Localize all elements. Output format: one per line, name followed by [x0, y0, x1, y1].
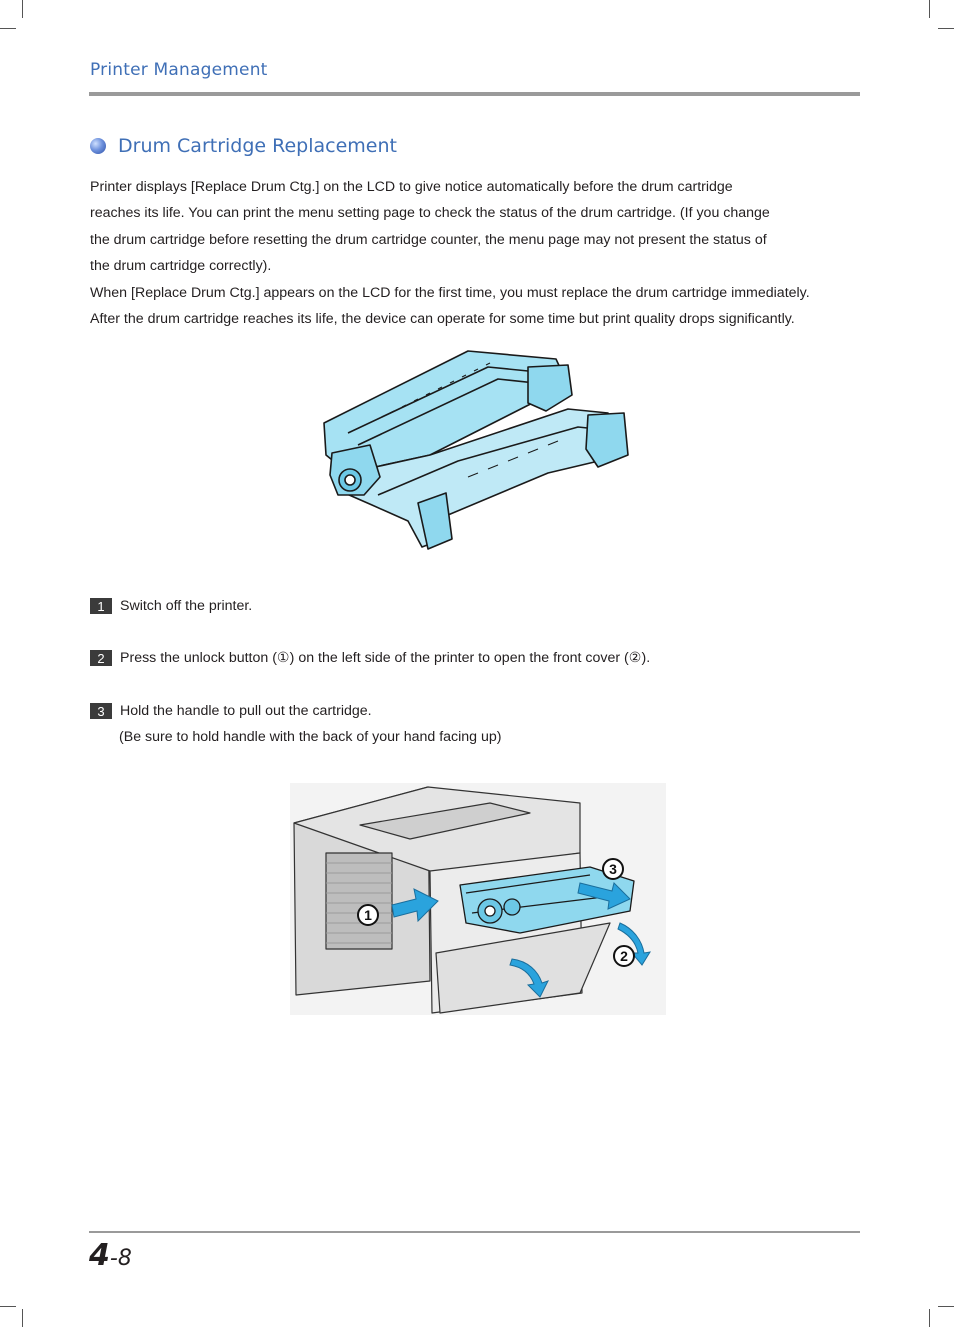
chapter-number: 4 — [89, 1238, 110, 1273]
svg-text:3: 3 — [609, 861, 617, 877]
crop-mark — [0, 28, 16, 29]
intro-line: Printer displays [Replace Drum Ctg.] on … — [90, 179, 733, 195]
step-text: Press the unlock button (①) on the left … — [120, 650, 651, 666]
callout-3: 3 — [602, 858, 624, 880]
running-header: Printer Management — [90, 60, 268, 80]
section-title: Drum Cartridge Replacement — [118, 135, 397, 157]
footer-rule — [89, 1231, 860, 1233]
crop-mark — [938, 1306, 954, 1307]
intro-line: After the drum cartridge reaches its lif… — [90, 311, 795, 328]
intro-paragraph: Printer displays [Replace Drum Ctg.] on … — [90, 174, 860, 332]
step-number: 2 — [90, 650, 112, 666]
crop-mark — [938, 28, 954, 29]
section-heading: Drum Cartridge Replacement — [90, 132, 397, 160]
callout-2: 2 — [613, 945, 635, 967]
step-number: 1 — [90, 598, 112, 614]
header-rule — [89, 92, 860, 96]
intro-line: the drum cartridge before resetting the … — [90, 231, 767, 248]
intro-line: When [Replace Drum Ctg.] appears on the … — [90, 284, 810, 301]
callout-1: 1 — [357, 904, 379, 926]
step-text: Hold the handle to pull out the cartridg… — [120, 703, 372, 719]
crop-mark — [0, 1306, 16, 1307]
step-1: 1 Switch off the printer. — [90, 598, 252, 614]
svg-text:1: 1 — [364, 907, 372, 923]
drum-cartridge-illustration — [323, 350, 629, 550]
section-bullet-icon — [90, 138, 106, 154]
page-suffix: -8 — [109, 1246, 132, 1271]
step-3-note: (Be sure to hold handle with the back of… — [119, 729, 502, 745]
crop-mark — [22, 1309, 23, 1327]
page-number: 4-8 — [89, 1238, 132, 1273]
intro-line: reaches its life. You can print the menu… — [90, 205, 770, 222]
crop-mark — [929, 1309, 930, 1327]
svg-text:2: 2 — [620, 948, 628, 964]
crop-mark — [929, 0, 930, 18]
step-text: Switch off the printer. — [120, 598, 253, 614]
step-3: 3 Hold the handle to pull out the cartri… — [90, 703, 372, 719]
intro-line: the drum cartridge correctly). — [90, 258, 272, 275]
printer-cartridge-removal-illustration: 1 2 3 — [290, 783, 666, 1015]
step-2: 2 Press the unlock button (①) on the lef… — [90, 650, 650, 666]
crop-mark — [22, 0, 23, 18]
step-number: 3 — [90, 703, 112, 719]
